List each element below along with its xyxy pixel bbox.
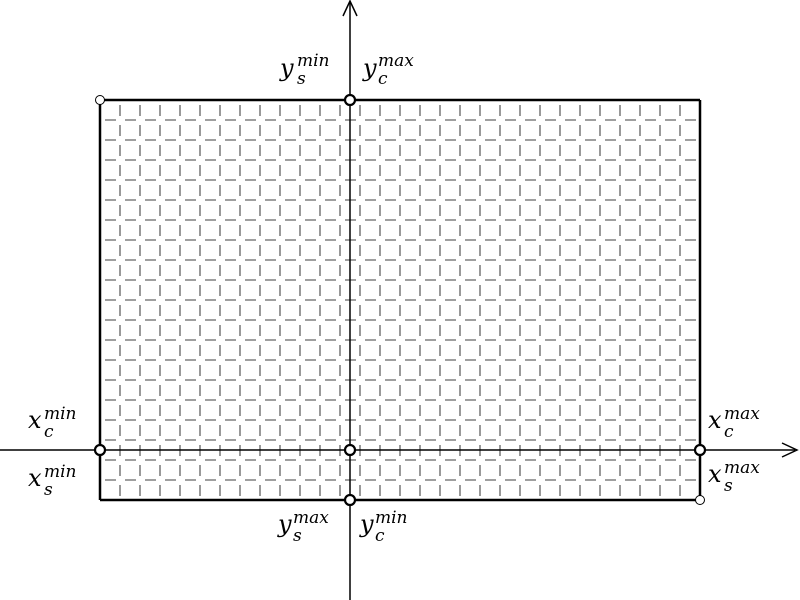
point-xc-min: [93, 443, 107, 457]
point-origin: [343, 443, 357, 457]
point-xc-max: [693, 443, 707, 457]
x-axis-arrowhead: [781, 442, 799, 458]
y-axis-arrowhead: [342, 0, 358, 17]
point-yc-max: [343, 93, 357, 107]
dashed-grid: [105, 105, 700, 500]
corner-point-top-left: [95, 95, 105, 105]
point-ys-max: [343, 493, 357, 507]
corner-point-bottom-right: [695, 495, 705, 505]
